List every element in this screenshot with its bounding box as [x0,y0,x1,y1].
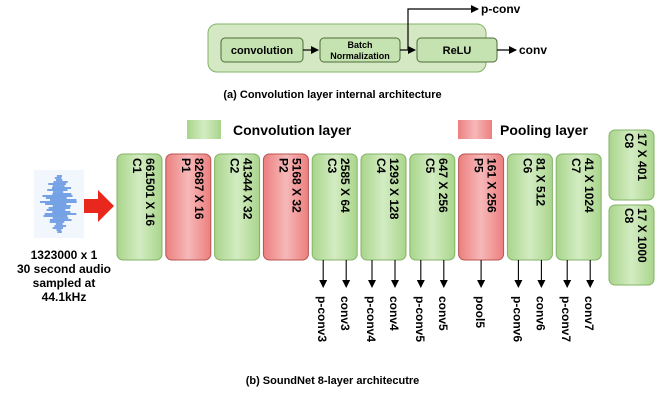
layer-c6-block [506,153,553,261]
layer-p2-name: P2 [276,158,290,173]
output-label-p-conv5: p-conv5 [413,296,427,342]
c8-top-dims-group: 17 X 401 [635,133,649,181]
normalization-label: Normalization [330,51,390,61]
layer-c5-dims: 647 X 256 [436,158,450,213]
audio-input: 1323000 x 1 30 second audio sampled at 4… [17,170,114,304]
batch-label: Batch [347,40,372,50]
c8-bottom-block [608,204,655,286]
legend-pool-label: Pooling layer [500,122,588,138]
layer-c1-dims: 661501 X 16 [143,158,157,226]
figure-a: convolution Batch Normalization ReLU p-c… [207,2,547,101]
output-label-conv6: conv6 [533,296,547,331]
legend-conv-label: Convolution layer [233,122,352,138]
layer-c1-name: C1 [130,158,144,174]
layer-p1-block [165,153,212,261]
layer-c6-dims: 81 X 512 [533,158,547,206]
layer-c4-block [360,153,407,261]
layer-c2-name: C2 [228,158,242,174]
layer-c7-block [555,153,602,261]
output-label-p-conv4: p-conv4 [364,296,378,342]
layer-c2-block [214,153,261,261]
layer-p2-dims: 5168 X 32 [289,158,303,213]
convolution-label: convolution [231,45,294,57]
p-conv-output-label: p-conv [481,2,521,16]
c8-bottom-name: C8 [622,208,636,224]
output-label-p-conv3: p-conv3 [315,296,329,342]
layer-c3-name: C3 [325,158,339,174]
legend-conv-swatch [187,120,221,139]
output-label-pool5: pool5 [473,296,487,328]
layer-p1-dims: 82687 X 16 [192,158,206,220]
arrow-p-conv [407,5,479,50]
input-line-4: 44.1kHz [42,290,87,304]
layer-p1-name: P1 [179,158,193,173]
layer-p5-dims: 161 X 256 [485,158,499,213]
layer-c3-block [311,153,358,261]
c8-bottom-dims-group: 17 X 1000 [635,208,649,263]
conv-output-label: conv [519,43,547,57]
layer-c2-dims: 41344 X 32 [241,158,255,220]
layer-c7-name: C7 [569,158,583,174]
layer-c7-dims: 41 X 1024 [582,158,596,213]
layer-c5-name: C5 [423,158,437,174]
input-line-3: sampled at [33,276,96,290]
c8-top-name-group: C8 [622,133,636,149]
layer-p2-block [262,153,309,261]
c8-top-name: C8 [622,133,636,149]
c8-top-block [608,129,655,201]
waveform-icon [39,175,77,233]
c8-top-dims: 17 X 401 [635,133,649,181]
legend-pool-swatch [458,120,492,139]
layer-c1-block [116,153,163,261]
caption-b: (b) SoundNet 8-layer architecutre [246,375,420,387]
c8-bottom-name-group: C8 [622,208,636,224]
legend: Convolution layer Pooling layer [187,120,588,139]
input-line-1: 1323000 x 1 [31,248,98,262]
relu-label: ReLU [443,45,472,57]
layer-c6-name: C6 [520,158,534,174]
input-line-2: 30 second audio [17,262,111,276]
input-arrow-icon [84,190,114,222]
c8-blocks: C8 17 X 401 C8 17 X 1000 [608,129,655,286]
output-label-conv4: conv4 [387,296,401,331]
output-label-p-conv7: p-conv7 [559,296,573,342]
output-label-p-conv6: p-conv6 [510,296,524,342]
layer-c4-dims: 1293 X 128 [387,158,401,220]
output-label-conv7: conv7 [582,296,596,331]
output-label-conv5: conv5 [436,296,450,331]
output-label-conv3: conv3 [338,296,352,331]
caption-a: (a) Convolution layer internal architect… [223,89,441,101]
c8-bottom-dims: 17 X 1000 [635,208,649,263]
layer-p5-name: P5 [472,158,486,173]
layer-c4-name: C4 [374,158,388,174]
layer-c5-block [409,153,456,261]
layer-c3-dims: 2585 X 64 [338,158,352,213]
